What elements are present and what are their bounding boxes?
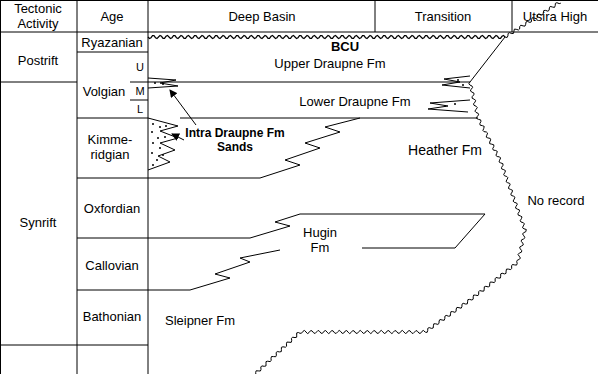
age-label: Bathonian [83, 309, 142, 324]
age-label: Volgian [83, 84, 126, 99]
formation-label: Intra Draupne Fm Sands [185, 126, 285, 154]
substage-label: U [136, 61, 144, 74]
tectonic-phase: Synrift [20, 215, 57, 230]
age-label: Ryazanian [81, 35, 142, 50]
substage-label: M [135, 85, 144, 98]
column-header: Age [100, 9, 123, 24]
substage-label: L [137, 103, 143, 116]
tectonic-phase: Postrift [18, 53, 58, 68]
formation-boundaries [148, 3, 561, 374]
column-header: Transition [415, 9, 472, 24]
age-label: Callovian [85, 258, 138, 273]
formation-label: Upper Draupne Fm [274, 56, 385, 71]
note-label: No record [527, 193, 584, 208]
formation-label: Hugin Fm [298, 225, 343, 255]
unconformity-label: BCU [331, 39, 359, 54]
formation-label: Sleipner Fm [165, 313, 235, 328]
age-label: Oxfordian [84, 201, 140, 216]
formation-label: Lower Draupne Fm [299, 94, 410, 109]
age-label: Kimme- ridgian [80, 132, 140, 162]
column-header: Utsira High [523, 9, 587, 24]
formation-label: Heather Fm [408, 142, 482, 158]
column-header: Deep Basin [228, 9, 295, 24]
column-header: Tectonic Activity [6, 1, 70, 31]
